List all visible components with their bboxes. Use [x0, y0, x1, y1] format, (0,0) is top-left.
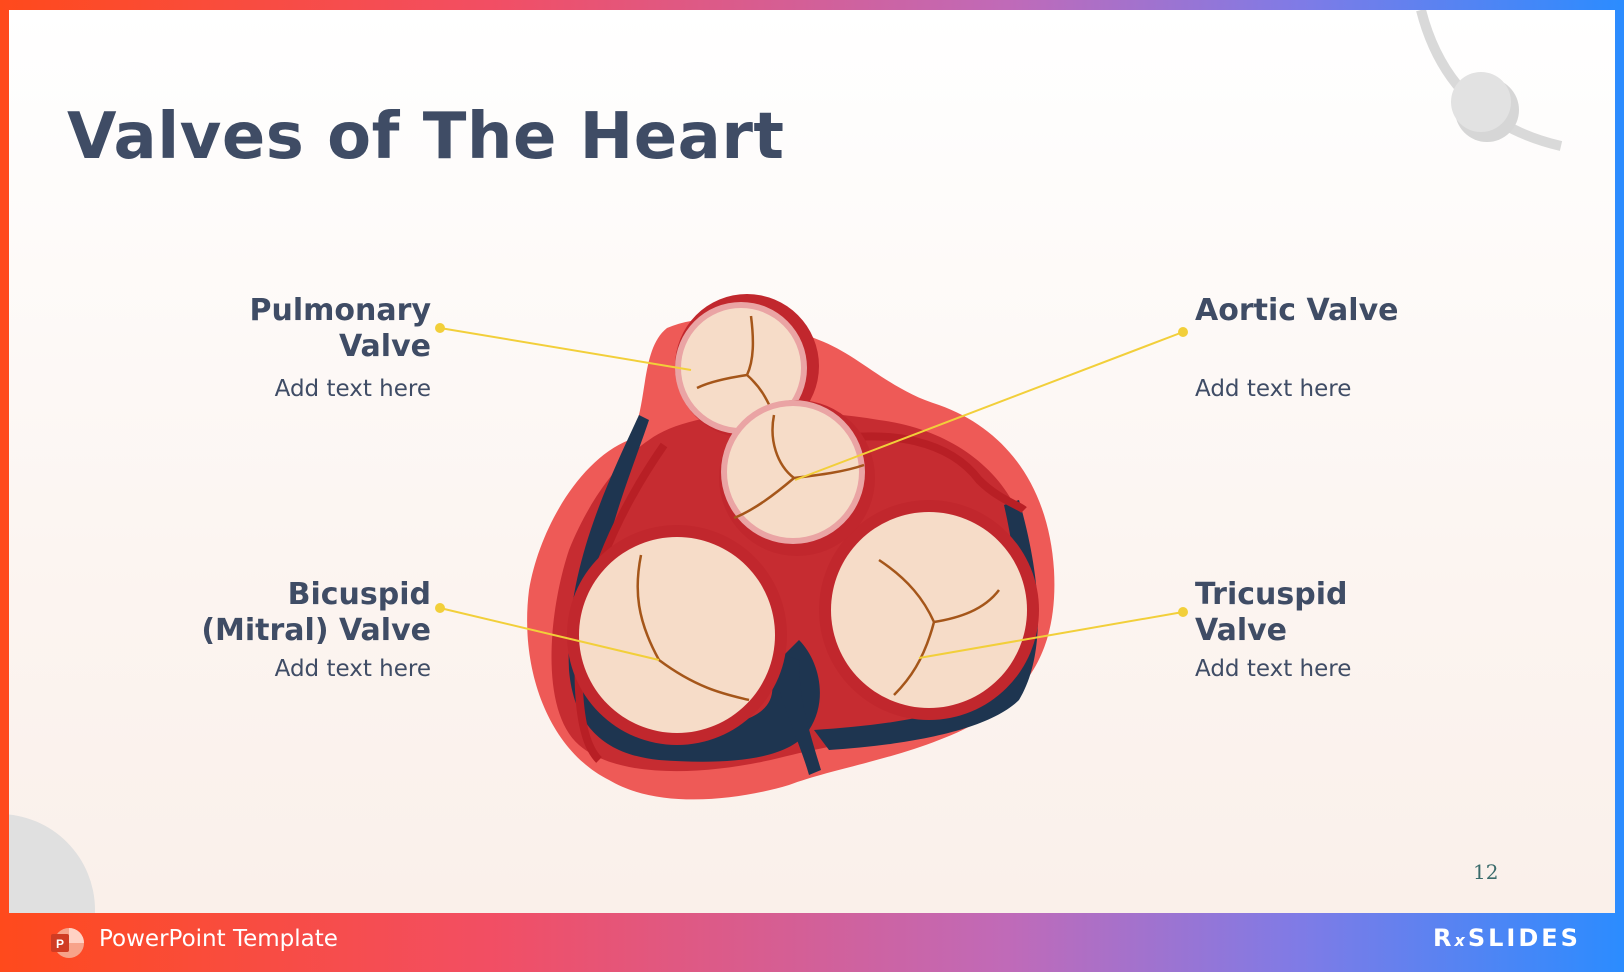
brand-name: SLIDES — [1467, 924, 1581, 952]
brand-sub: x — [1454, 931, 1468, 950]
tricuspid-valve-label: Tricuspid Valve — [1195, 577, 1348, 648]
pulmonary-valve — [681, 308, 801, 428]
bicuspid-leader-line — [439, 607, 660, 661]
tricuspid-valve-text: Add text here — [1195, 656, 1352, 682]
tricuspid-valve-commissure — [878, 558, 1000, 696]
bicuspid-valve-label: Bicuspid (Mitral) Valve — [201, 577, 431, 648]
slide-title: Valves of The Heart — [67, 100, 785, 174]
bicuspid-valve — [579, 537, 775, 733]
bicuspid-valve-text: Add text here — [274, 656, 431, 682]
footer-bar: P PowerPoint Template RxSLIDES — [0, 913, 1624, 972]
pulmonary-leader-dot — [435, 323, 445, 333]
coronary-vessel-center — [769, 650, 821, 775]
brand-logo: RxSLIDES — [1433, 924, 1581, 952]
pulmonary-valve-text: Add text here — [274, 376, 431, 402]
tricuspid-leader-dot — [1178, 607, 1188, 617]
pulmonary-leader-line — [439, 327, 692, 371]
brand-prefix: R — [1433, 924, 1455, 952]
aortic-valve-text: Add text here — [1195, 376, 1352, 402]
pulmonary-valve-label: Pulmonary Valve — [249, 293, 431, 364]
page-number: 12 — [1473, 860, 1499, 884]
aortic-valve-commissure — [733, 414, 865, 520]
heart-valves-diagram — [435, 294, 1188, 800]
aortic-leader-dot — [1178, 327, 1188, 337]
template-label: PowerPoint Template — [99, 926, 338, 952]
coronary-artery-right — [828, 432, 1027, 514]
aortic-valve-label: Aortic Valve — [1195, 293, 1399, 328]
aortic-leader-line — [794, 331, 1184, 481]
svg-text:P: P — [56, 937, 64, 951]
powerpoint-icon: P — [51, 928, 84, 958]
bicuspid-leader-dot — [435, 603, 445, 613]
slide: Valves of The Heart — [9, 10, 1615, 913]
tricuspid-leader-line — [918, 611, 1184, 659]
coronary-vessel-right — [814, 500, 1038, 750]
